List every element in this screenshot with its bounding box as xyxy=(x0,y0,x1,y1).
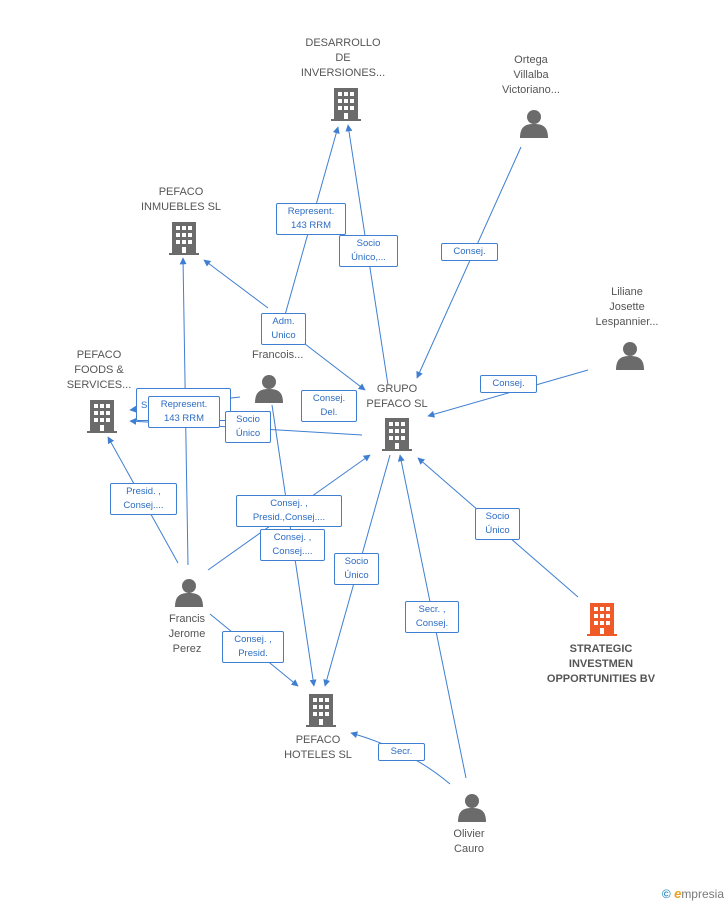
edge-label-consej: Consej. xyxy=(441,243,498,261)
building-icon[interactable] xyxy=(331,88,361,121)
building-icon[interactable] xyxy=(587,603,617,636)
node-label-foods[interactable]: PEFACO FOODS & SERVICES... xyxy=(66,349,132,391)
edge-label-presid-consej: Presid. , Consej.... xyxy=(110,483,177,515)
person-icon[interactable] xyxy=(520,110,548,138)
edge-liliane-grupo xyxy=(427,369,589,418)
copyright-icon: © xyxy=(661,887,671,901)
edge-label-consej-del: Consej. Del. xyxy=(301,390,357,422)
node-label-grupo[interactable]: GRUPO PEFACO SL xyxy=(366,383,428,410)
building-icon[interactable] xyxy=(382,418,412,451)
empresia-logo-text: mpresia xyxy=(681,887,724,901)
building-icon[interactable] xyxy=(306,694,336,727)
edge-label-socio-unico: Socio Único xyxy=(475,508,520,540)
edge-label-represent: Represent. 143 RRM xyxy=(148,396,220,428)
person-icon[interactable] xyxy=(458,794,486,822)
building-icon[interactable] xyxy=(169,222,199,255)
edge-label-socio-unico: Socio Único,... xyxy=(339,235,398,267)
edge-label-socio-unico: Socio Único xyxy=(225,411,271,443)
person-icon[interactable] xyxy=(616,342,644,370)
empresia-watermark: © empresia xyxy=(662,886,724,901)
edge-olivier-alfred-grupo xyxy=(304,343,366,391)
node-label-hoteles[interactable]: PEFACO HOTELES SL xyxy=(284,734,352,761)
person-icon[interactable] xyxy=(175,579,203,607)
edge-label-secr-consej: Secr. , Consej. xyxy=(405,601,459,633)
edge-label-consej-consej: Consej. , Consej.... xyxy=(260,529,325,561)
edge-olivier-alfred-inmuebles xyxy=(203,259,269,309)
node-label-inmuebles[interactable]: PEFACO INMUEBLES SL xyxy=(140,186,222,213)
empresia-logo-e: e xyxy=(674,886,682,901)
node-label-olivier-cauro[interactable]: Olivier Cauro xyxy=(453,828,485,855)
node-label-ortega[interactable]: Ortega Villalba Victoriano... xyxy=(502,54,560,96)
edge-label-adm-unico: Adm. Unico xyxy=(261,313,306,345)
node-label-strategic[interactable]: STRATEGIC INVESTMEN OPPORTUNITIES BV xyxy=(546,643,656,685)
edge-label-consej: Consej. xyxy=(480,375,537,393)
edge-ortega-grupo xyxy=(416,146,522,379)
node-label-francis[interactable]: Francis Jerome Perez xyxy=(168,613,206,655)
edge-label-secr: Secr. xyxy=(378,743,425,761)
edge-label-represent: Represent. 143 RRM xyxy=(276,203,346,235)
node-label-liliane[interactable]: Liliane Josette Lespannier... xyxy=(595,286,659,328)
person-icon[interactable] xyxy=(255,375,283,403)
edge-label-socio-unico: Socio Único xyxy=(334,553,379,585)
node-label-desarrollo[interactable]: DESARROLLO DE INVERSIONES... xyxy=(300,37,386,79)
edge-label-consej-presid: Consej. , Presid. xyxy=(222,631,284,663)
edge-label-consej-presid-consej: Consej. , Presid.,Consej.... xyxy=(236,495,342,527)
building-icon[interactable] xyxy=(87,400,117,433)
